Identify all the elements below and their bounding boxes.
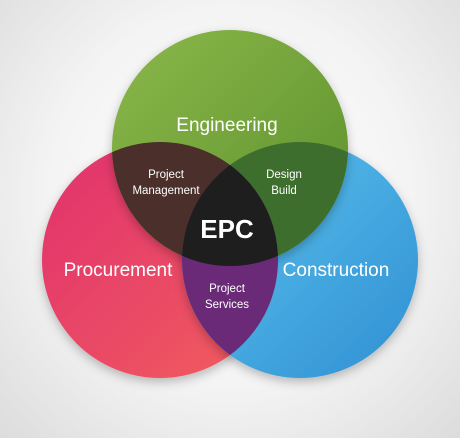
construction-label: Construction — [283, 260, 390, 281]
engineering-label: Engineering — [176, 115, 277, 136]
procurement-label: Procurement — [64, 260, 173, 281]
project-management-label-line2: Management — [132, 185, 200, 197]
epc-center-overlap — [182, 142, 278, 266]
epc-label: EPC — [200, 214, 254, 244]
project-services-label-line2: Services — [205, 299, 249, 311]
project-management-label-line1: Project — [148, 169, 185, 181]
design-build-label-line1: Design — [266, 169, 302, 181]
design-build-label-line2: Build — [271, 185, 297, 197]
project-services-label-line1: Project — [209, 283, 246, 295]
